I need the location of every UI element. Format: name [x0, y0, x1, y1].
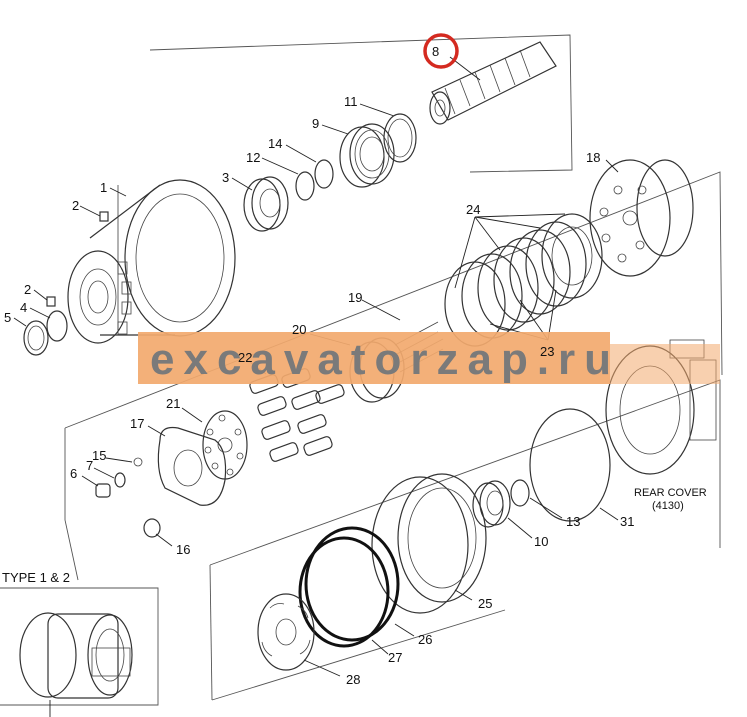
- callout-26: 26: [418, 632, 432, 647]
- callout-22: 22: [238, 350, 252, 365]
- callout-20: 20: [292, 322, 306, 337]
- watermark-text: excavatorzap.ru: [150, 335, 620, 384]
- carrier-part-18: [589, 159, 694, 277]
- pin-part-6: [95, 483, 111, 498]
- ring-part-7: [114, 472, 126, 488]
- callout-3: 3: [222, 170, 229, 185]
- ring-part-5-inner: [27, 325, 45, 351]
- panel-upper: [117, 34, 573, 330]
- callout-23: 23: [540, 344, 554, 359]
- shaft-part-8: [429, 41, 557, 125]
- snap-ring-part-11-inner: [387, 118, 413, 158]
- ring-part-12: [295, 171, 315, 201]
- panel-lower: [209, 379, 721, 701]
- callout-16: 16: [176, 542, 190, 557]
- ring-part-13: [510, 479, 530, 507]
- callout-labels: 8 11 9 14 12 3 1 2 2 4 5 18 24 23 19 20 …: [4, 44, 634, 687]
- callout-5: 5: [4, 310, 11, 325]
- valve-plate-part-28: [257, 593, 315, 671]
- callout-12: 12: [246, 150, 260, 165]
- bearing-part-10: [472, 480, 511, 528]
- callout-8: 8: [432, 44, 439, 59]
- callout-18: 18: [586, 150, 600, 165]
- friction-plates-part-24: [444, 213, 603, 347]
- rear-cover-label: REAR COVER: [634, 487, 707, 499]
- watermark-banner: excavatorzap.ru: [138, 332, 720, 384]
- bolt-part-2-lower: [46, 296, 56, 307]
- callout-9: 9: [312, 116, 319, 131]
- snap-ring-part-11: [383, 113, 417, 163]
- callout-15: 15: [92, 448, 106, 463]
- callout-17: 17: [130, 416, 144, 431]
- plug-part-16: [143, 518, 161, 538]
- o-ring-part-27: [298, 536, 390, 648]
- inset-type-1-2: [0, 587, 159, 717]
- o-ring-part-26: [304, 526, 400, 642]
- callout-2-upper: 2: [72, 198, 79, 213]
- ring-part-14: [314, 159, 334, 189]
- callout-24: 24: [466, 202, 480, 217]
- callout-25: 25: [478, 596, 492, 611]
- callout-2-lower: 2: [24, 282, 31, 297]
- callout-31: 31: [620, 514, 634, 529]
- callout-28: 28: [346, 672, 360, 687]
- callout-10: 10: [534, 534, 548, 549]
- callout-4: 4: [20, 300, 27, 315]
- ring-part-4: [46, 310, 68, 342]
- callout-11: 11: [344, 94, 358, 109]
- swash-plate-part-17: [157, 426, 227, 506]
- highlight-circle: [423, 33, 459, 69]
- housing-part-1: [67, 179, 236, 344]
- callout-6: 6: [70, 466, 77, 481]
- callout-19: 19: [348, 290, 362, 305]
- brake-piston-part-25: [371, 473, 487, 614]
- callout-21: 21: [166, 396, 180, 411]
- callout-27: 27: [388, 650, 402, 665]
- bearing-part-9: [339, 123, 395, 188]
- leader-lines: [13, 56, 619, 677]
- seal-part-3: [243, 176, 289, 232]
- ring-part-5: [23, 320, 49, 356]
- rear-cover-part-number: (4130): [652, 500, 684, 512]
- ball-part-15: [133, 457, 143, 467]
- o-ring-part-31: [529, 408, 611, 522]
- callout-7: 7: [86, 458, 93, 473]
- callout-13: 13: [566, 514, 580, 529]
- callout-14: 14: [268, 136, 282, 151]
- callout-1: 1: [100, 180, 107, 195]
- inset-title: TYPE 1 & 2: [2, 570, 70, 585]
- bolt-part-2-upper: [99, 211, 109, 222]
